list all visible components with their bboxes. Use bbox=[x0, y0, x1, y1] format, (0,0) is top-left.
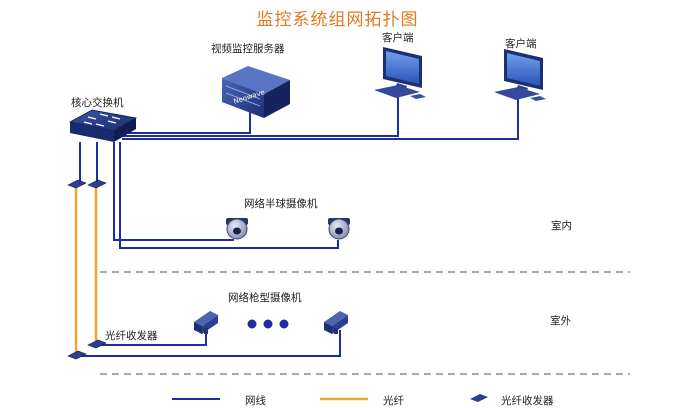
transceiver-top-2-icon bbox=[87, 179, 107, 189]
cable-to-dome-1 bbox=[113, 142, 234, 241]
dome-camera-1-icon bbox=[226, 218, 248, 240]
client-1-label: 客户端 bbox=[382, 32, 414, 44]
zone-outdoor-label: 室外 bbox=[550, 315, 571, 327]
zone-indoor-label: 室内 bbox=[551, 220, 572, 232]
client-2-label: 客户端 bbox=[505, 38, 537, 50]
server-icon bbox=[222, 66, 290, 118]
transceiver-top-1-icon bbox=[67, 179, 87, 189]
more-cameras-dots bbox=[247, 319, 289, 329]
transceiver-bottom-2-icon bbox=[87, 339, 107, 349]
dome-camera-2-icon bbox=[328, 218, 350, 240]
legend-fiber-label: 光纤 bbox=[383, 395, 404, 407]
client-2-computer-icon bbox=[494, 49, 546, 101]
cable-to-dome-2 bbox=[119, 142, 339, 249]
core-switch-icon bbox=[68, 109, 138, 142]
legend-transceiver-icon bbox=[470, 394, 488, 402]
bullet-cameras-label: 网络枪型摄像机 bbox=[228, 292, 302, 304]
bullet-camera-2-icon bbox=[324, 311, 348, 334]
transceiver-bottom-1-icon bbox=[67, 350, 87, 360]
dome-cameras-label: 网络半球摄像机 bbox=[244, 198, 318, 210]
server-label: 视频监控服务器 bbox=[211, 43, 285, 55]
cable-to-bullet-1 bbox=[96, 330, 207, 346]
legend bbox=[172, 394, 488, 402]
network-cables bbox=[76, 96, 519, 357]
fiber-transceivers bbox=[67, 179, 107, 360]
cable-to-client-1 bbox=[122, 96, 399, 137]
legend-cable-label: 网线 bbox=[245, 395, 266, 407]
client-1-computer-icon bbox=[374, 47, 426, 99]
fiber-transceiver-label: 光纤收发器 bbox=[105, 330, 158, 342]
bullet-camera-1-icon bbox=[194, 311, 218, 334]
core-switch-label: 核心交换机 bbox=[71, 97, 124, 109]
cable-to-client-2 bbox=[122, 98, 519, 140]
cable-to-server bbox=[122, 110, 251, 134]
fiber-lines bbox=[74, 186, 98, 356]
legend-transceiver-label: 光纤收发器 bbox=[501, 395, 554, 407]
cable-to-bullet-2 bbox=[76, 330, 341, 357]
diagram-title: 监控系统组网拓扑图 bbox=[256, 10, 419, 30]
